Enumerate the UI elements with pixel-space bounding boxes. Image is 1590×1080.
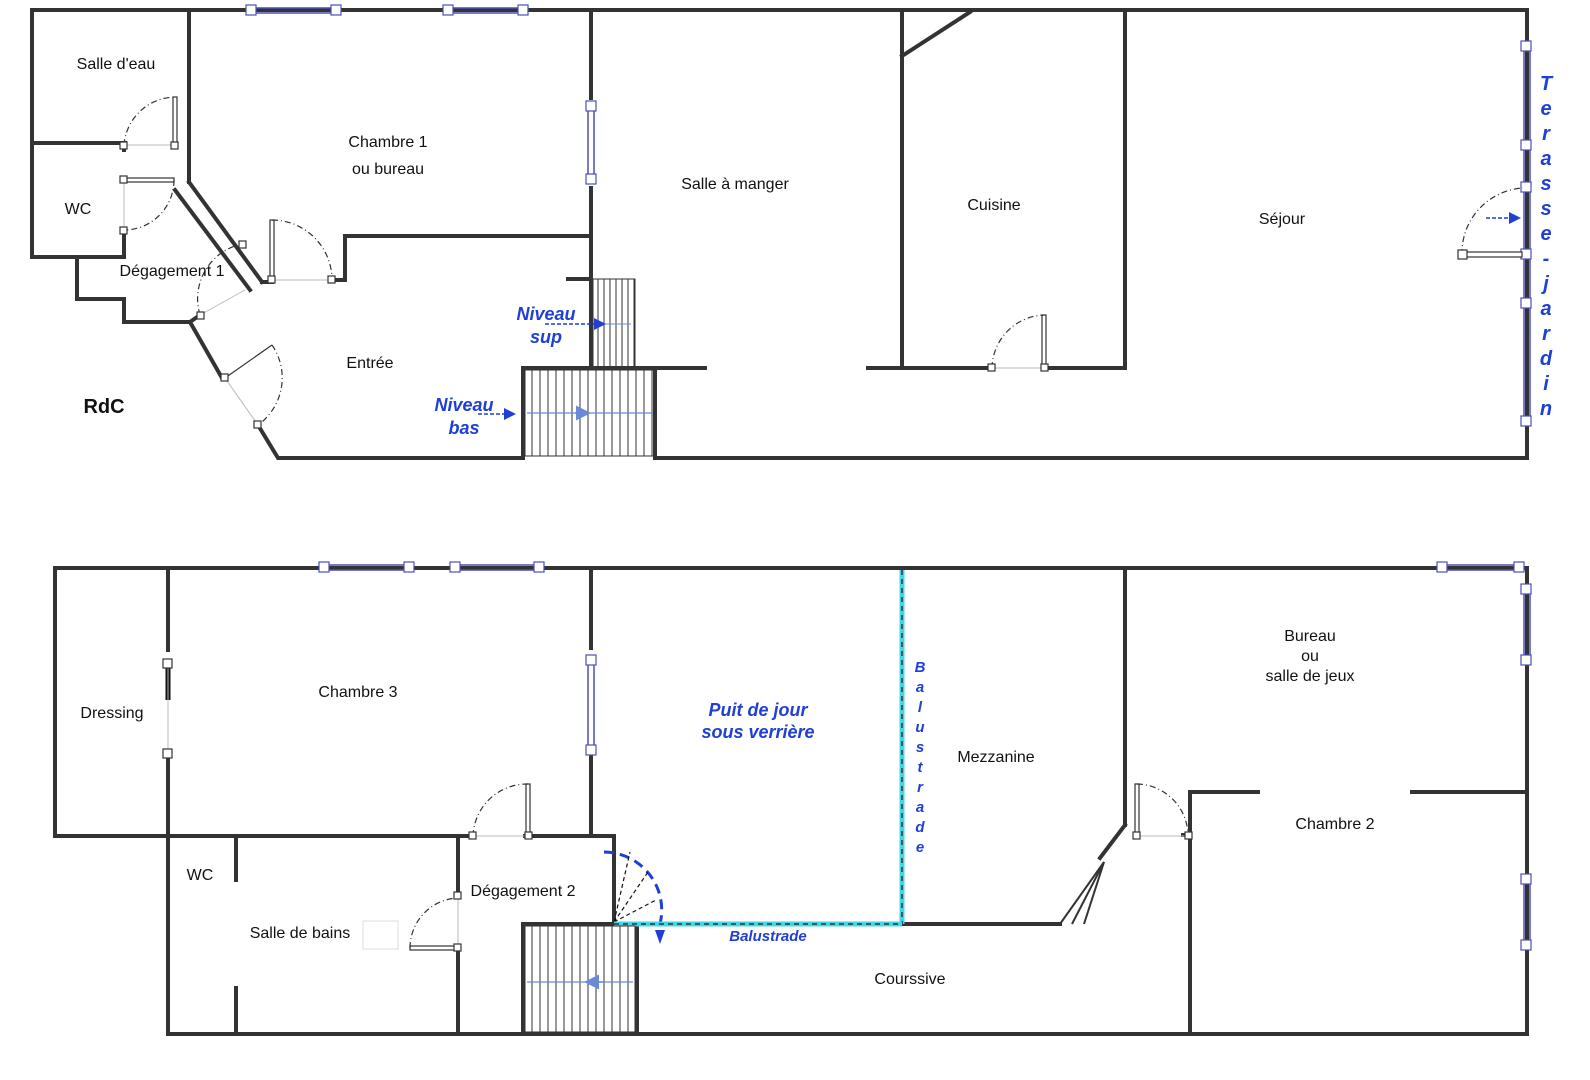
- ground-floor-labels: Salle d'eau WC Chambre 1 ou bureau Dégag…: [65, 56, 1554, 438]
- terrasse-letter: r: [1542, 323, 1551, 345]
- terrasse-letter: e: [1540, 223, 1551, 245]
- terrasse-letter: i: [1543, 373, 1549, 395]
- upper-floor-doors: [162, 658, 1193, 952]
- room-label-chambre1-line1: Chambre 1: [348, 134, 427, 151]
- upper-floor-windows: [318, 561, 1532, 951]
- annotation-puit-line1: Puit de jour: [709, 700, 809, 720]
- upper-floor-walls: [53, 566, 1529, 1036]
- terrasse-letter: a: [1540, 148, 1551, 170]
- room-label-cuisine: Cuisine: [967, 197, 1020, 214]
- room-label-coursive: Courssive: [874, 971, 945, 988]
- ground-floor-windows: [245, 4, 1532, 427]
- room-label-degagement2: Dégagement 2: [471, 883, 576, 900]
- room-label-dressing: Dressing: [80, 705, 143, 722]
- room-label-chambre1-line2: ou bureau: [352, 161, 424, 178]
- balustrade-letter: t: [918, 759, 924, 776]
- room-label-bureau-line2: ou: [1301, 648, 1319, 665]
- balustrade-letter: d: [915, 819, 925, 836]
- annotation-niveau-sup-line2: sup: [530, 327, 562, 347]
- upper-floor-plan: Dressing Chambre 3 WC Salle de bains Dég…: [53, 561, 1532, 1036]
- annotation-niveau-sup-line1: Niveau: [516, 304, 575, 324]
- balustrade-letter: a: [916, 679, 924, 696]
- terrasse-letter: j: [1540, 273, 1549, 295]
- room-label-mezzanine: Mezzanine: [957, 749, 1034, 766]
- annotation-balustrade-vertical: Balustrade: [915, 659, 926, 856]
- balustrade-letter: a: [916, 799, 924, 816]
- room-label-sejour: Séjour: [1259, 211, 1306, 228]
- balustrade-letter: e: [916, 839, 924, 856]
- room-label-salle-deau: Salle d'eau: [77, 56, 156, 73]
- room-label-wc-upper: WC: [187, 867, 214, 884]
- terrasse-letter: s: [1540, 198, 1551, 220]
- terrasse-letter: T: [1540, 73, 1554, 95]
- terrasse-letter: a: [1540, 298, 1551, 320]
- room-label-entree: Entrée: [346, 355, 393, 372]
- terrasse-letter: -: [1543, 248, 1550, 270]
- balustrade-letter: s: [916, 739, 924, 756]
- annotation-niveau-bas-line1: Niveau: [434, 395, 493, 415]
- upper-floor-stairs: [524, 925, 636, 1033]
- ground-floor-plan: Salle d'eau WC Chambre 1 ou bureau Dégag…: [30, 4, 1554, 460]
- level-label-rdc: RdC: [83, 396, 124, 418]
- annotation-balustrade-horizontal: Balustrade: [729, 928, 807, 945]
- room-label-bureau-line3: salle de jeux: [1266, 668, 1355, 685]
- room-label-chambre2: Chambre 2: [1295, 816, 1374, 833]
- annotation-puit-line2: sous verrière: [701, 722, 814, 742]
- room-label-salle-de-bains: Salle de bains: [250, 925, 351, 942]
- terrasse-letter: e: [1540, 98, 1551, 120]
- terrasse-letter: n: [1540, 398, 1552, 420]
- room-label-wc: WC: [65, 201, 92, 218]
- room-label-bureau-line1: Bureau: [1284, 628, 1336, 645]
- balustrade-letter: u: [915, 719, 924, 736]
- terrasse-letter: s: [1540, 173, 1551, 195]
- annotation-niveau-bas-line2: bas: [448, 418, 479, 438]
- room-label-salle-a-manger: Salle à manger: [681, 176, 789, 193]
- balustrade-letter: B: [915, 659, 926, 676]
- upper-floor-railings: [614, 570, 905, 927]
- room-label-degagement1: Dégagement 1: [120, 263, 225, 280]
- room-label-chambre3: Chambre 3: [318, 684, 397, 701]
- balustrade-letter: r: [917, 779, 924, 796]
- terrasse-letter: d: [1540, 348, 1553, 370]
- upper-floor-labels: Dressing Chambre 3 WC Salle de bains Dég…: [80, 628, 1374, 988]
- terrasse-letter: r: [1542, 123, 1551, 145]
- balustrade-letter: l: [918, 699, 923, 716]
- ground-floor-doors: [119, 96, 1524, 429]
- ground-floor-walls: [30, 8, 1529, 460]
